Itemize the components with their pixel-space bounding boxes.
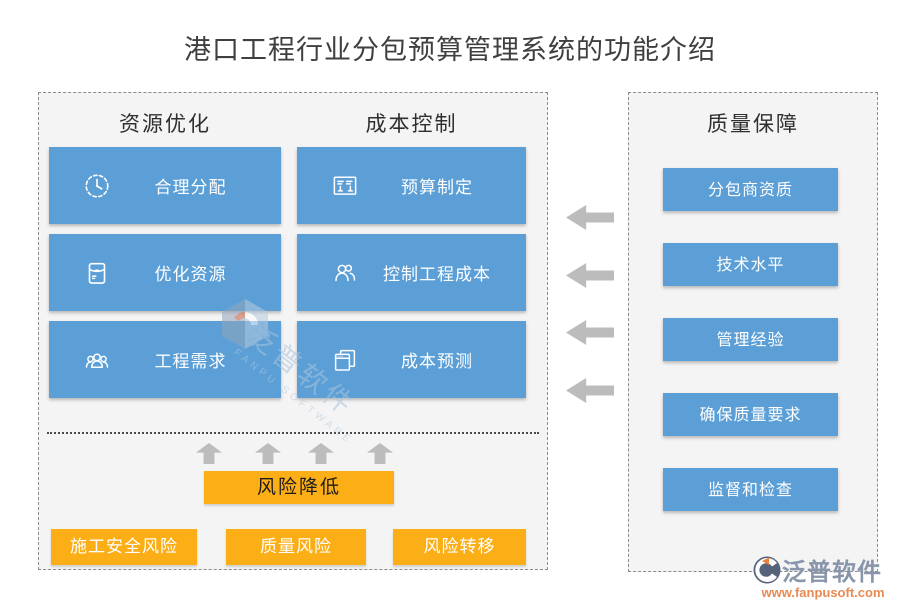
feature-label: 工程需求 [154,352,227,372]
quality-item-subcontractor-qualification: 分包商资质 [663,168,838,211]
footer-brand: 泛普软件 [782,557,882,586]
quality-item-ensure-quality-requirements: 确保质量要求 [663,393,838,436]
column-header-cost-control: 成本控制 [365,112,458,136]
dotted-divider [47,432,539,434]
quality-item-supervision-inspection: 监督和检查 [663,468,838,511]
user-group-icon [85,353,109,368]
feature-label: 成本预测 [401,352,473,372]
feature-box-reasonable-allocation: 合理分配 [49,147,281,224]
feature-box-control-project-cost: 控制工程成本 [297,234,526,311]
feature-label: 优化资源 [154,265,227,285]
quality-assurance-panel: 质量保障 分包商资质 技术水平 管理经验 确保质量要求 监督和检查 [628,92,878,572]
package-icon [88,262,106,284]
left-arrow-icon [566,378,614,403]
up-arrow-icon [255,443,281,464]
left-arrow-icon [566,263,614,288]
budget-form-icon [333,176,357,195]
risk-item-construction-safety: 施工安全风险 [51,529,197,565]
up-arrow-icon [308,443,334,464]
quality-item-technical-level: 技术水平 [663,243,838,286]
feature-label: 合理分配 [154,178,227,198]
column-header-resource-optimization: 资源优化 [119,112,211,136]
feature-box-budget-formulation: 预算制定 [297,147,526,224]
feature-label: 控制工程成本 [383,265,491,285]
quality-item-management-experience: 管理经验 [663,318,838,361]
stacked-windows-icon [334,349,356,371]
column-header-quality-assurance: 质量保障 [707,112,799,136]
up-arrow-icon [196,443,222,464]
up-arrow-icon [367,443,393,464]
feature-label: 预算制定 [401,178,473,198]
two-users-icon [335,264,356,281]
feature-box-optimize-resources: 优化资源 [49,234,281,311]
footer-url: www.fanpusoft.com [761,585,885,600]
page-title: 港口工程行业分包预算管理系统的功能介绍 [184,35,716,66]
fanpu-footer-logo: 泛普软件 www.fanpusoft.com [752,552,894,600]
resource-cost-panel: 资源优化 成本控制 合理分配 优化资源 工程需求 [38,92,548,570]
clock-icon [85,173,109,198]
fanpu-logo-icon [753,556,781,583]
feature-box-engineering-demand: 工程需求 [49,321,281,398]
risk-item-transfer: 风险转移 [393,529,526,565]
feature-box-cost-forecast: 成本预测 [297,321,526,398]
risk-reduction-box: 风险降低 [204,471,394,504]
left-arrow-icon [566,205,614,230]
risk-item-quality: 质量风险 [226,529,366,565]
left-arrow-icon [566,320,614,345]
